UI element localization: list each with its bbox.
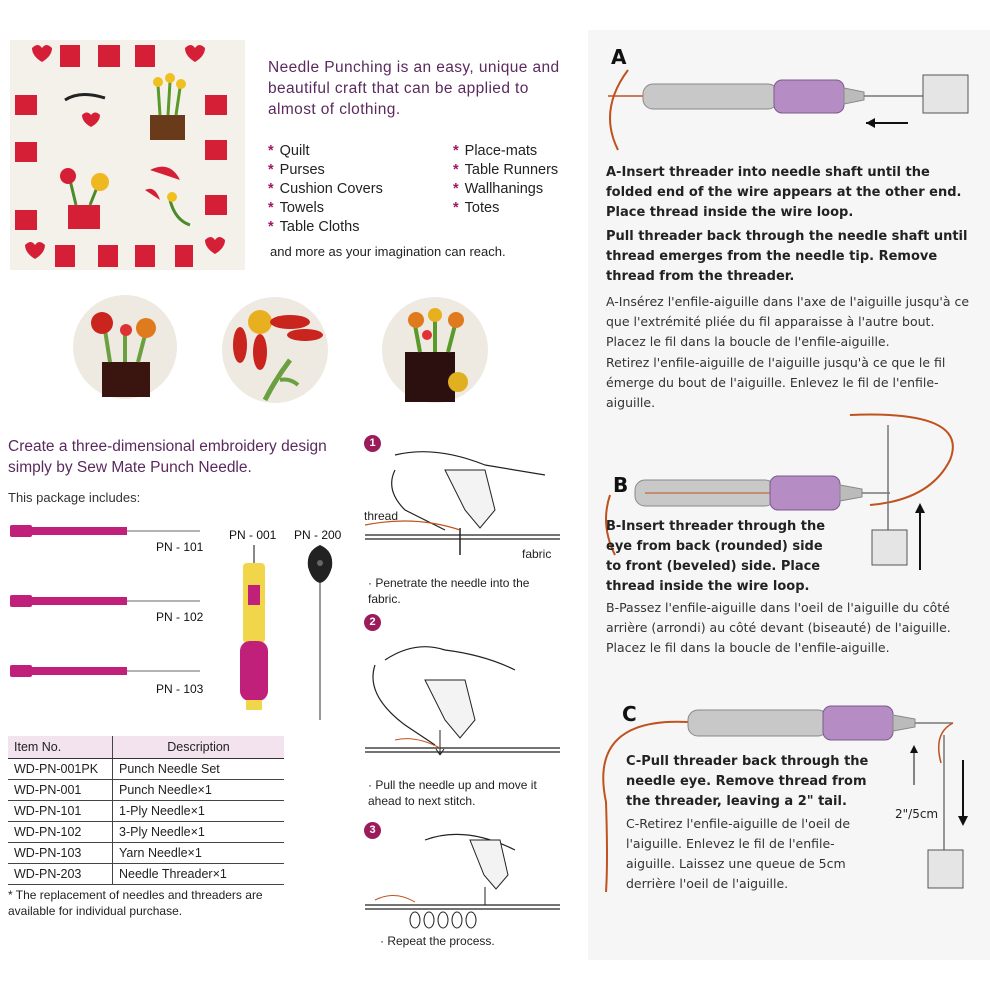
cell-description: Yarn Needle×1	[112, 842, 284, 864]
step-3-caption: · Repeat the process.	[380, 934, 495, 948]
label-pn102: PN - 102	[156, 610, 204, 624]
needle-pn103	[10, 665, 200, 677]
section-a-french-1: A-Insérez l'enfile-aiguille dans l'axe d…	[606, 294, 970, 349]
cell-description: 1-Ply Needle×1	[112, 800, 284, 822]
section-a-diagram	[608, 69, 969, 151]
section-b-letter: B	[613, 473, 629, 497]
label-pn101: PN - 101	[156, 540, 204, 554]
cell-description: Punch Needle Set	[112, 758, 284, 780]
cell-description: 3-Ply Needle×1	[112, 821, 284, 843]
step-2-badge: 2	[364, 614, 381, 631]
flower-pot-embroidery-image	[73, 295, 177, 399]
cell-item-no: WD-PN-203	[8, 863, 113, 885]
uses-list-right: *Place-mats *Table Runners *Wallhanings …	[453, 142, 558, 218]
list-item: *Cushion Covers	[268, 181, 383, 197]
step-2-illustration	[365, 646, 560, 756]
punch-needle-pn001-image	[240, 545, 268, 710]
list-item: *Wallhanings	[453, 181, 544, 197]
label-pn200: PN - 200	[294, 528, 342, 542]
table-header-row: Item No. Description	[8, 736, 284, 759]
cell-item-no: WD-PN-001PK	[8, 758, 113, 780]
potted-flowers-embroidery-image	[382, 297, 488, 403]
section-c-letter: C	[622, 702, 637, 726]
more-text: and more as your imagination can reach.	[270, 244, 506, 259]
section-c-french: C-Retirez l'enfile-aiguille de l'oeil de…	[626, 816, 851, 891]
list-item: *Table Cloths	[268, 219, 360, 235]
step-3-badge: 3	[364, 822, 381, 839]
step-1-illustration	[365, 451, 560, 555]
product-tagline: Create a three-dimensional embroidery de…	[8, 438, 327, 476]
label-pn103: PN - 103	[156, 682, 204, 696]
header-item-no: Item No.	[8, 736, 113, 759]
section-a-english-1: A-Insert threader into needle shaft unti…	[606, 165, 962, 220]
uses-list-left: *Quilt *Purses *Cushion Covers *Towels *…	[268, 142, 383, 237]
step-1-badge: 1	[364, 435, 381, 452]
tail-length-label: 2"/5cm	[895, 807, 939, 821]
label-pn001: PN - 001	[229, 528, 277, 542]
header-description: Description	[112, 736, 284, 759]
list-item: *Quilt	[268, 143, 310, 159]
threader-pn200-image	[307, 545, 333, 720]
list-item: *Place-mats	[453, 143, 538, 159]
section-b-english: B-Insert threader through the eye from b…	[606, 519, 826, 594]
cell-description: Punch Needle×1	[112, 779, 284, 801]
fabric-label: fabric	[522, 547, 552, 561]
step-1-caption: · Penetrate the needle into the fabric.	[368, 576, 530, 606]
section-a-english-2: Pull threader back through the needle sh…	[606, 229, 968, 284]
cell-item-no: WD-PN-001	[8, 779, 113, 801]
cell-item-no: WD-PN-103	[8, 842, 113, 864]
section-a-letter: A	[611, 45, 627, 69]
step-3-illustration	[365, 833, 560, 929]
cell-item-no: WD-PN-101	[8, 800, 113, 822]
needles-image	[10, 525, 200, 677]
replacement-note: * The replacement of needles and threade…	[8, 888, 263, 918]
list-item: *Towels	[268, 200, 324, 216]
list-item: *Purses	[268, 162, 325, 178]
intro-text: Needle Punching is an easy, unique and b…	[268, 59, 560, 118]
section-b-diagram	[605, 413, 954, 570]
thread-label: thread	[364, 509, 399, 523]
section-c-diagram	[602, 705, 968, 893]
section-c-english: C-Pull threader back through the needle …	[626, 754, 869, 809]
step-2-caption: · Pull the needle up and move it ahead t…	[368, 778, 537, 808]
needle-pn102	[10, 595, 200, 607]
daisy-embroidery-image	[222, 297, 328, 403]
cell-description: Needle Threader×1	[112, 863, 284, 885]
sampler-embroidery-image	[10, 40, 245, 270]
package-title: This package includes:	[8, 490, 141, 505]
list-item: *Table Runners	[453, 162, 559, 178]
list-item: *Totes	[453, 200, 500, 216]
cell-item-no: WD-PN-102	[8, 821, 113, 843]
section-b-french: B-Passez l'enfile-aiguille dans l'oeil d…	[606, 600, 951, 655]
needle-pn101	[10, 525, 200, 537]
section-a-french-2: Retirez l'enfile-aiguille de l'aiguille …	[606, 355, 946, 410]
